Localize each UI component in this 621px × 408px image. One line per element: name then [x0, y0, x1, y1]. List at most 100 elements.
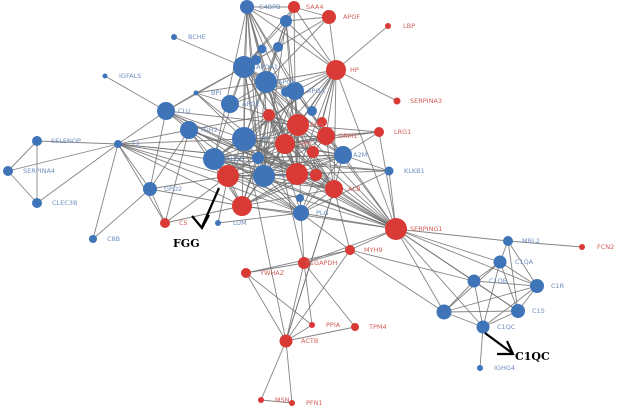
node-ywhaz[interactable] — [241, 268, 251, 278]
node-orm2[interactable] — [317, 117, 327, 127]
node-alb[interactable] — [325, 180, 343, 198]
node-msn[interactable] — [258, 397, 264, 403]
edge-a2m-vtn — [268, 114, 344, 156]
node-cp[interactable] — [232, 127, 256, 151]
edge-actb-pfn1 — [285, 340, 293, 404]
node-itih2[interactable] — [180, 121, 198, 139]
node-c1qc[interactable] — [476, 320, 490, 334]
node-c4bpb[interactable] — [240, 0, 254, 14]
edge-f2-gpd2 — [117, 143, 151, 190]
node-c5[interactable] — [160, 218, 170, 228]
node-fcn2[interactable] — [579, 244, 585, 250]
node-label-c1r: C1R — [551, 282, 565, 290]
node-saa4[interactable] — [288, 1, 300, 13]
edge-serping1-c1qc — [395, 228, 484, 328]
node-apof[interactable] — [322, 10, 336, 24]
node-gpd2[interactable] — [143, 182, 157, 196]
node-label-clu: CLU — [178, 107, 191, 115]
node-apoh[interactable] — [281, 87, 291, 97]
edge-a2m-plg — [300, 154, 344, 214]
node-clu[interactable] — [157, 102, 175, 120]
node-apoa[interactable] — [286, 82, 304, 100]
node-orm1[interactable] — [317, 127, 335, 145]
edge-c1r-masp — [443, 285, 538, 313]
edge-hp-serpina3 — [335, 69, 398, 102]
edge-itih2-plg — [188, 129, 302, 214]
node-label-alb: ALB — [348, 185, 361, 193]
node-apoe[interactable] — [221, 95, 239, 113]
node-hrg[interactable] — [296, 194, 304, 202]
node-apoa1[interactable] — [233, 56, 255, 78]
node-label-itih2: ITIH2 — [201, 126, 218, 134]
node-bche[interactable] — [171, 34, 177, 40]
node-igfals[interactable] — [102, 73, 108, 79]
node-c3[interactable] — [252, 152, 264, 164]
node-lbp[interactable] — [385, 23, 391, 29]
node-plg[interactable] — [293, 205, 309, 221]
node-gapdh[interactable] — [298, 257, 310, 269]
node-apob[interactable] — [255, 71, 277, 93]
node-ahsg[interactable] — [203, 148, 225, 170]
node-hpx[interactable] — [275, 134, 295, 154]
node-a2m[interactable] — [334, 146, 352, 164]
edge-actb-tpm4 — [285, 326, 356, 342]
node-fgb[interactable] — [287, 114, 309, 136]
node-serping1[interactable] — [385, 218, 407, 240]
node-label-serpina3: SERPINA3 — [410, 97, 442, 105]
node-lrg1[interactable] — [374, 127, 384, 137]
node-label-tf: TF — [277, 172, 286, 180]
node-myh9[interactable] — [345, 245, 355, 255]
node-fga[interactable] — [232, 196, 252, 216]
node-serpina1[interactable] — [286, 163, 308, 185]
node-saa1[interactable] — [310, 169, 322, 181]
node-c4[interactable] — [280, 15, 292, 27]
edge-fgb-lrg1 — [297, 124, 380, 133]
node-tf[interactable] — [253, 165, 275, 187]
node-c1qb[interactable] — [467, 274, 481, 288]
node-serpina4[interactable] — [3, 166, 13, 176]
node-c8b[interactable] — [89, 235, 97, 243]
node-c1r[interactable] — [530, 279, 544, 293]
edge-serping1-lrg1 — [378, 131, 397, 230]
node-clec3b[interactable] — [32, 198, 42, 208]
node-ambp[interactable] — [307, 106, 317, 116]
node-apoa4[interactable] — [257, 44, 267, 54]
edge-mbl2-fcn2 — [507, 240, 583, 248]
node-serpina3[interactable] — [393, 97, 401, 105]
node-masp[interactable] — [436, 304, 452, 320]
node-ppia[interactable] — [309, 322, 315, 328]
edge-f2-c8b — [92, 143, 119, 240]
edge-fga-c5 — [164, 205, 243, 224]
edge-vtn-gapdh — [268, 114, 305, 264]
node-crp[interactable] — [307, 146, 319, 158]
callout-arrowhead-c1qc — [497, 340, 515, 356]
node-actb[interactable] — [279, 334, 293, 348]
edge-clu-f2 — [117, 110, 167, 145]
edge-c1qb-c1qc — [473, 280, 484, 328]
node-label-lbp: LBP — [403, 22, 415, 30]
node-mbl2[interactable] — [503, 236, 513, 246]
node-label-myh9: MYH9 — [364, 246, 383, 254]
node-label-c4bpb: C4BPB — [259, 3, 281, 11]
node-apoc3[interactable] — [273, 42, 283, 52]
node-hp[interactable] — [326, 60, 346, 80]
node-c1s[interactable] — [511, 304, 525, 318]
node-ttr[interactable] — [251, 55, 261, 65]
node-ighg4[interactable] — [477, 365, 483, 371]
node-selenop[interactable] — [32, 136, 42, 146]
edge-bpi-fgb — [195, 92, 299, 126]
node-tpm4[interactable] — [351, 323, 359, 331]
node-fgg[interactable] — [217, 165, 239, 187]
node-label-serping1: SERPING1 — [410, 225, 443, 233]
node-klkb1[interactable] — [384, 166, 394, 176]
node-pfn1[interactable] — [289, 400, 295, 406]
node-lum[interactable] — [215, 220, 221, 226]
node-label-apoa1: APOA1 — [256, 63, 278, 71]
edge-serpina4-clec3b — [7, 170, 38, 204]
node-bpi[interactable] — [193, 90, 199, 96]
node-vtn[interactable] — [263, 109, 275, 121]
node-label-c1qc: C1QC — [497, 323, 516, 331]
node-c1qa[interactable] — [493, 255, 507, 269]
edge-apoa1-ahsg — [213, 66, 245, 160]
node-f2[interactable] — [114, 140, 122, 148]
